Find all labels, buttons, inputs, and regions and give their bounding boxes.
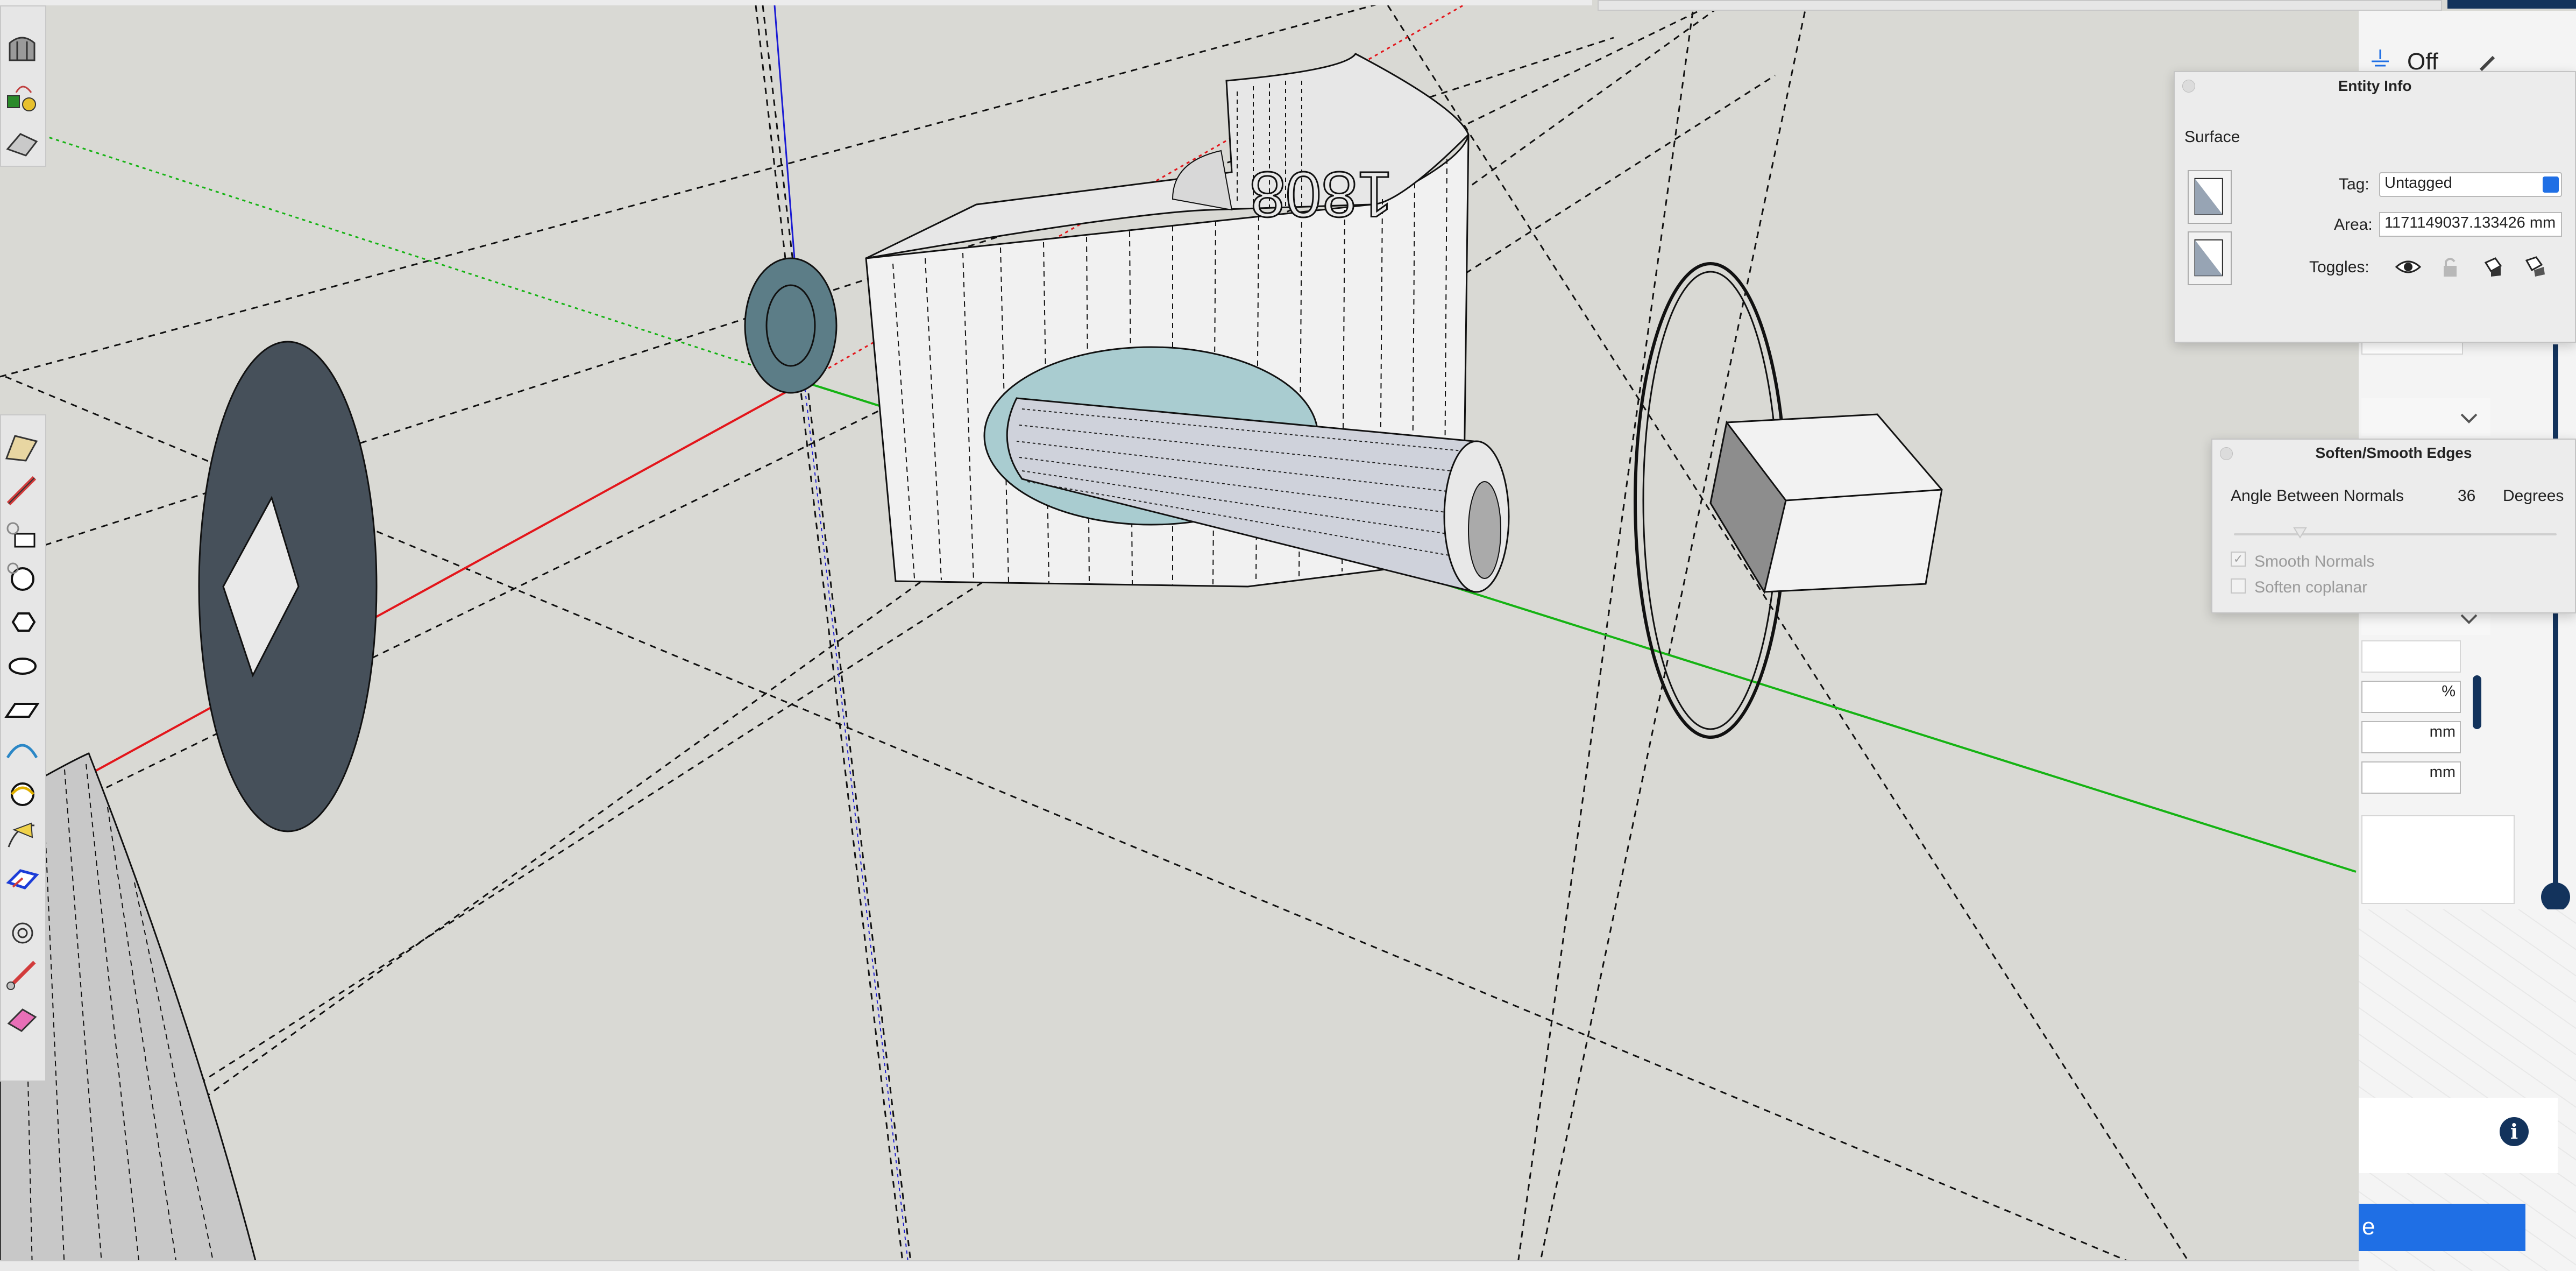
slider-knob[interactable] [2541,882,2570,912]
entity-info-title: Entity Info [2338,77,2412,94]
extension-icon[interactable] [1,122,43,165]
mm-field-2[interactable]: mm [2361,761,2461,794]
area-label: Area: [2334,216,2373,234]
engraved-number: 1808 [1250,158,1393,230]
lock-icon[interactable] [2438,255,2462,279]
tape-measure-icon[interactable] [1,954,43,997]
angle-slider[interactable] [2234,527,2557,543]
ring-and-cube [1634,262,1943,739]
chevron-down-icon [2460,413,2478,423]
smooth-normals-label: Smooth Normals [2254,553,2375,570]
warehouse-icon[interactable] [1,28,43,71]
partial-cylinder [0,752,259,1271]
text-area[interactable] [2361,815,2515,904]
offset-icon[interactable] [1,684,43,728]
mm-field-1[interactable]: mm [2361,721,2461,753]
dark-disc-with-diamond [198,341,378,832]
front-material-swatch[interactable] [2188,170,2232,224]
ellipse-icon[interactable] [1,641,43,684]
section-plane-icon [2372,50,2389,67]
blue-slider-thumb-upper[interactable] [2473,675,2481,729]
empty-field[interactable] [2361,640,2461,673]
pencil-line-icon[interactable] [1,469,43,512]
slider-track [2234,533,2557,535]
soften-coplanar-checkbox[interactable] [2231,578,2246,594]
drawing-tools-palette [0,414,46,1082]
section-plane-status: Off [2407,48,2438,75]
vertical-slider-track[interactable] [2553,344,2558,893]
arc-icon[interactable] [1,728,43,771]
tag-dropdown[interactable]: Untagged [2379,172,2562,197]
push-pull-icon[interactable] [1,857,43,900]
angle-unit: Degrees [2503,487,2564,505]
section-plane-toggle[interactable]: Off [2369,43,2488,81]
orbit-icon[interactable] [1,910,43,954]
circle-icon[interactable] [1,555,43,598]
pencil-edit-icon[interactable] [2476,53,2498,74]
receive-shadow-icon[interactable] [2523,255,2547,279]
cast-shadow-icon[interactable] [2481,255,2505,279]
partial-primary-button[interactable]: e [2359,1204,2525,1251]
angle-value: 36 [2458,487,2476,505]
top-toolbar-strip[interactable] [1598,0,2442,11]
chevron-down-icon [2460,614,2478,624]
chevron-down-icon [2543,176,2559,193]
top-right-blue-bar [2447,0,2576,9]
follow-me-icon[interactable] [1,814,43,857]
soften-smooth-panel: Soften/Smooth Edges Angle Between Normal… [2211,439,2576,613]
tag-label: Tag: [2339,175,2369,193]
entity-info-title-bar[interactable]: Entity Info [2175,72,2575,100]
selection-type-label: Surface [2184,128,2240,146]
angle-label: Angle Between Normals [2231,487,2404,505]
white-card: i [2359,1098,2558,1173]
info-icon[interactable]: i [2500,1117,2529,1146]
close-icon[interactable] [2182,80,2195,93]
components-icon[interactable] [1,76,43,119]
soften-coplanar-label: Soften coplanar [2254,578,2368,596]
bottom-status-strip [0,1260,2359,1271]
partial-dropdown[interactable] [2361,398,2490,436]
soften-title: Soften/Smooth Edges [2315,444,2472,461]
eye-icon[interactable] [2394,256,2422,278]
small-washer [744,257,838,394]
select-paint-icon[interactable] [1,426,43,469]
polygon-icon[interactable] [1,598,43,641]
rectangle-icon[interactable] [1,512,43,555]
eraser-icon[interactable] [1,997,43,1040]
back-material-swatch[interactable] [2188,231,2232,285]
smooth-normals-checkbox[interactable]: ✓ [2231,552,2246,567]
soften-title-bar[interactable]: Soften/Smooth Edges [2212,440,2575,467]
entity-info-panel: Entity Info Surface Tag: Untagged Area: … [2174,71,2576,343]
main-block: 1808 [865,53,1510,593]
top-left-toolbar [0,5,46,167]
rotate-icon[interactable] [1,771,43,814]
area-field[interactable]: 1171149037.133426 mm [2379,212,2562,237]
close-icon[interactable] [2220,447,2233,460]
percent-field[interactable]: % [2361,681,2461,713]
top-status-strip [0,0,1592,5]
toggles-label: Toggles: [2309,258,2369,276]
slider-thumb[interactable] [2292,526,2308,542]
